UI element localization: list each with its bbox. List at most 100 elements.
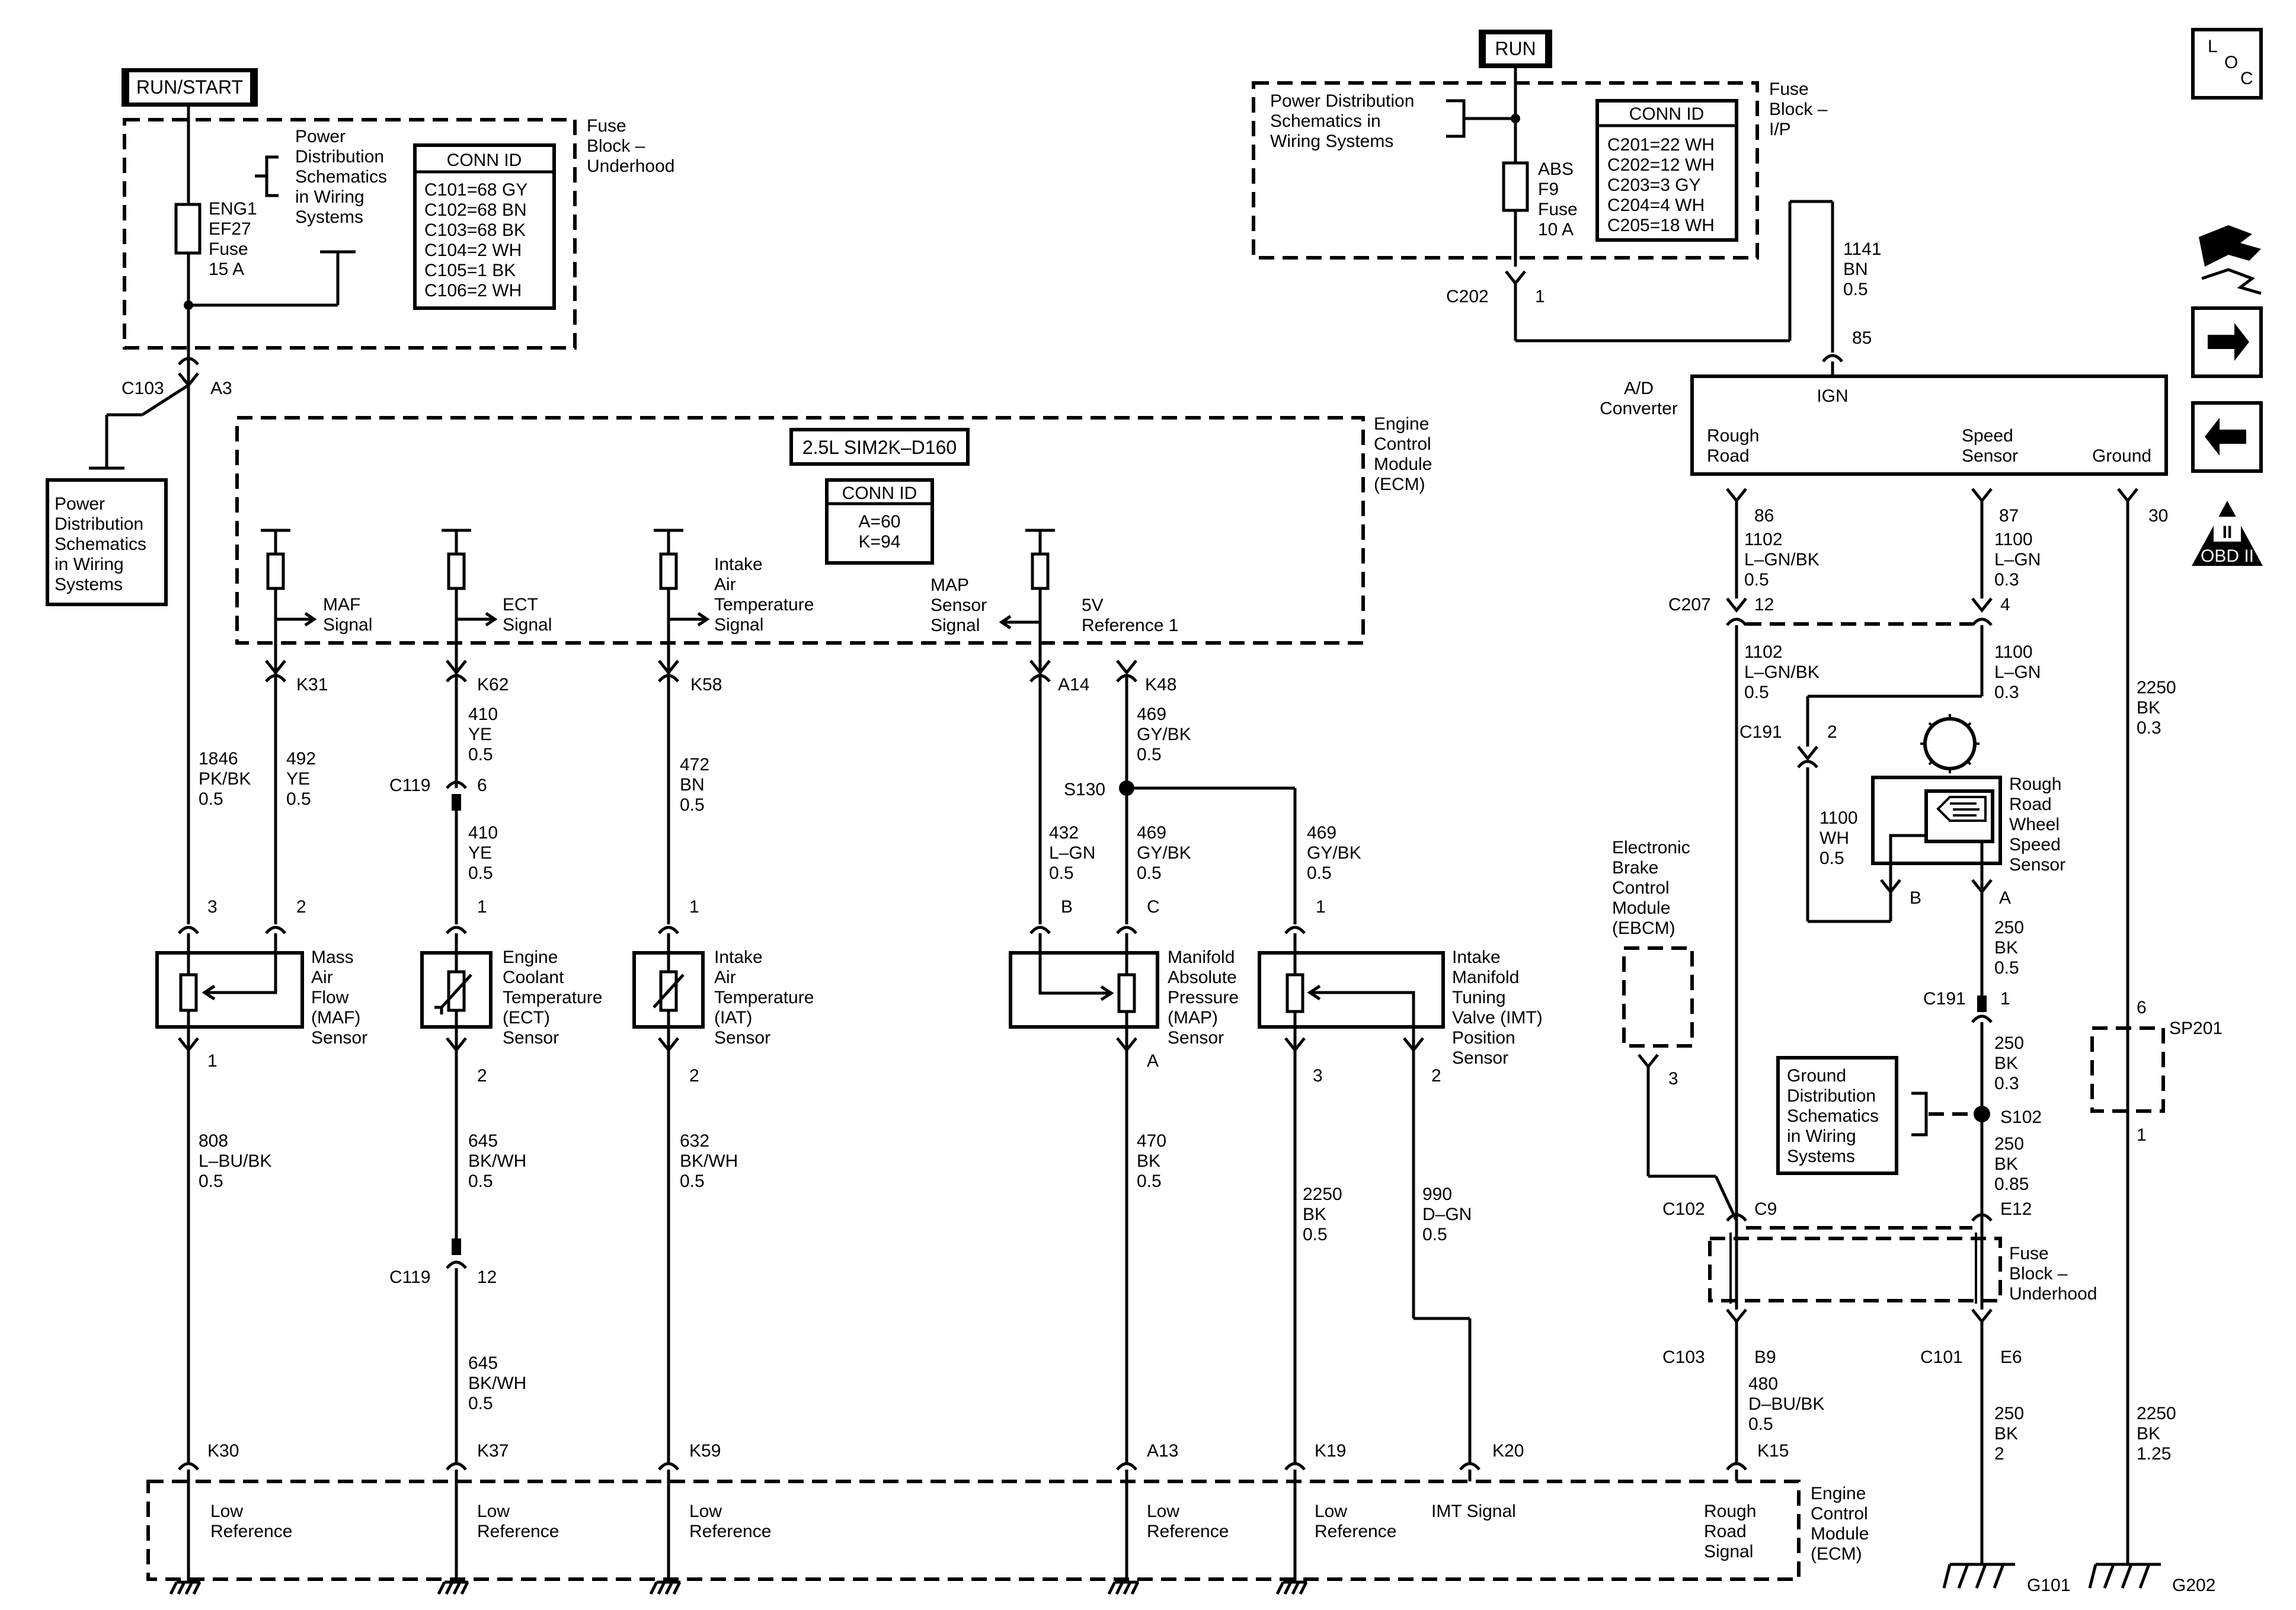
- svg-text:C101: C101: [1920, 1347, 1963, 1367]
- svg-text:B: B: [1061, 897, 1073, 917]
- svg-text:1100: 1100: [1819, 808, 1858, 828]
- svg-text:Reference 1: Reference 1: [1082, 616, 1178, 635]
- connector-swap-icon[interactable]: [2199, 225, 2262, 295]
- svg-text:C207: C207: [1668, 595, 1711, 614]
- svg-text:A3: A3: [210, 379, 232, 398]
- svg-text:470: 470: [1137, 1131, 1166, 1151]
- svg-text:0.5: 0.5: [468, 745, 493, 764]
- svg-text:C103: C103: [121, 379, 164, 398]
- svg-text:250: 250: [1994, 918, 2024, 937]
- svg-text:Reference: Reference: [210, 1522, 292, 1541]
- ground-distribution-box: [1776, 1056, 1898, 1175]
- next-arrow-button[interactable]: [2191, 306, 2263, 378]
- fuse-block-ip: Fuse Block – I/P Power Distribution Sche…: [1252, 68, 1828, 267]
- svg-text:BK: BK: [1994, 1424, 2018, 1443]
- svg-text:Wiring Systems: Wiring Systems: [1270, 132, 1393, 151]
- prev-arrow-button[interactable]: [2191, 401, 2263, 473]
- svg-text:CONN ID: CONN ID: [842, 484, 917, 503]
- maf-circuit: K31 1846 PK/BK 0.5 492 YE 0.5 3 2 Mass A…: [155, 385, 367, 1464]
- run-start-source: RUN/START: [121, 68, 258, 107]
- svg-text:1.25: 1.25: [2137, 1444, 2171, 1464]
- svg-text:YE: YE: [468, 843, 492, 863]
- svg-text:87: 87: [1999, 506, 2019, 526]
- fuse-abs: [1502, 161, 1529, 212]
- svg-text:I/P: I/P: [1769, 120, 1791, 139]
- svg-text:(MAF): (MAF): [311, 1008, 360, 1028]
- svg-text:Signal: Signal: [503, 615, 552, 635]
- svg-text:2: 2: [1431, 1066, 1441, 1086]
- svg-text:Power: Power: [55, 494, 105, 514]
- svg-text:3: 3: [1668, 1069, 1678, 1089]
- svg-text:1: 1: [1316, 897, 1326, 917]
- svg-text:86: 86: [1754, 506, 1774, 526]
- svg-text:Fuse: Fuse: [1538, 200, 1578, 219]
- svg-text:A: A: [1147, 1051, 1159, 1071]
- svg-text:2: 2: [1827, 722, 1837, 742]
- svg-text:Manifold: Manifold: [1168, 948, 1235, 967]
- svg-text:K58: K58: [690, 675, 722, 694]
- svg-text:(ECT): (ECT): [503, 1008, 550, 1028]
- svg-text:Distribution: Distribution: [55, 514, 143, 534]
- svg-text:0.5: 0.5: [1137, 1172, 1162, 1191]
- svg-text:410: 410: [468, 823, 498, 843]
- svg-text:E12: E12: [2000, 1199, 2032, 1219]
- svg-text:BK/WH: BK/WH: [680, 1151, 738, 1171]
- svg-text:CONN ID: CONN ID: [1629, 104, 1705, 124]
- svg-text:15 A: 15 A: [209, 260, 244, 279]
- svg-text:A=60: A=60: [859, 512, 901, 532]
- svg-text:WH: WH: [1819, 828, 1849, 848]
- svg-text:B: B: [1910, 888, 1921, 908]
- svg-text:Module: Module: [1612, 898, 1670, 918]
- svg-text:Sensor: Sensor: [1452, 1048, 1508, 1068]
- svg-text:1: 1: [2000, 989, 2010, 1009]
- c202-connector: C202 1 1141 BN 0.5 85: [1446, 200, 1882, 376]
- svg-text:L–GN: L–GN: [1994, 550, 2041, 569]
- svg-text:A13: A13: [1147, 1441, 1178, 1461]
- svg-text:Intake: Intake: [714, 555, 763, 574]
- svg-text:(EBCM): (EBCM): [1612, 918, 1675, 938]
- loc-button[interactable]: L O C: [2191, 28, 2263, 100]
- svg-text:0.5: 0.5: [1049, 863, 1074, 883]
- svg-text:Schematics: Schematics: [55, 534, 146, 554]
- svg-text:12: 12: [1754, 595, 1774, 614]
- svg-text:432: 432: [1049, 823, 1079, 843]
- svg-text:GY/BK: GY/BK: [1307, 843, 1361, 863]
- svg-text:Electronic: Electronic: [1612, 838, 1690, 857]
- obd-ii-icon[interactable]: II OBD II: [2192, 501, 2263, 566]
- svg-text:IMT Signal: IMT Signal: [1431, 1502, 1516, 1521]
- svg-text:B9: B9: [1754, 1347, 1776, 1367]
- fuse-block-underhood: Fuse Block – Underhood ENG1 EF27 Fuse 15…: [123, 107, 674, 385]
- svg-text:C201=22 WH: C201=22 WH: [1607, 135, 1715, 155]
- svg-text:BK/WH: BK/WH: [468, 1374, 526, 1393]
- svg-text:Ground: Ground: [2092, 446, 2151, 466]
- svg-text:0.5: 0.5: [1843, 280, 1868, 299]
- svg-text:Schematics: Schematics: [1787, 1106, 1879, 1126]
- svg-text:Distribution: Distribution: [1787, 1086, 1876, 1106]
- svg-text:D–GN: D–GN: [1422, 1205, 1472, 1224]
- svg-text:Temperature: Temperature: [503, 988, 602, 1007]
- svg-text:Signal: Signal: [1704, 1542, 1753, 1561]
- svg-text:2250: 2250: [1303, 1185, 1342, 1204]
- svg-text:0.5: 0.5: [1819, 849, 1844, 868]
- svg-text:2: 2: [1994, 1444, 2004, 1464]
- svg-text:C106=2 WH: C106=2 WH: [424, 281, 522, 300]
- svg-text:Manifold: Manifold: [1452, 968, 1519, 987]
- svg-text:K19: K19: [1315, 1441, 1346, 1461]
- svg-text:OBD II: OBD II: [2201, 546, 2254, 566]
- svg-text:Module: Module: [1374, 454, 1432, 474]
- svg-text:Sensor: Sensor: [930, 596, 987, 615]
- svg-text:410: 410: [468, 705, 498, 724]
- svg-text:C204=4 WH: C204=4 WH: [1607, 196, 1705, 215]
- svg-text:12: 12: [477, 1267, 497, 1287]
- svg-text:2.5L SIM2K–D160: 2.5L SIM2K–D160: [802, 437, 957, 458]
- svg-text:Valve (IMT): Valve (IMT): [1452, 1008, 1543, 1028]
- svg-text:Fuse: Fuse: [209, 239, 248, 259]
- fuse-eng1: [174, 203, 202, 255]
- svg-text:Rough: Rough: [2009, 774, 2061, 794]
- svg-text:Mass: Mass: [311, 948, 354, 967]
- svg-text:S102: S102: [2000, 1108, 2042, 1127]
- svg-text:0.3: 0.3: [2137, 718, 2161, 738]
- svg-text:4: 4: [2000, 595, 2010, 614]
- svg-text:A14: A14: [1058, 675, 1089, 694]
- svg-text:C102=68 BN: C102=68 BN: [424, 200, 527, 220]
